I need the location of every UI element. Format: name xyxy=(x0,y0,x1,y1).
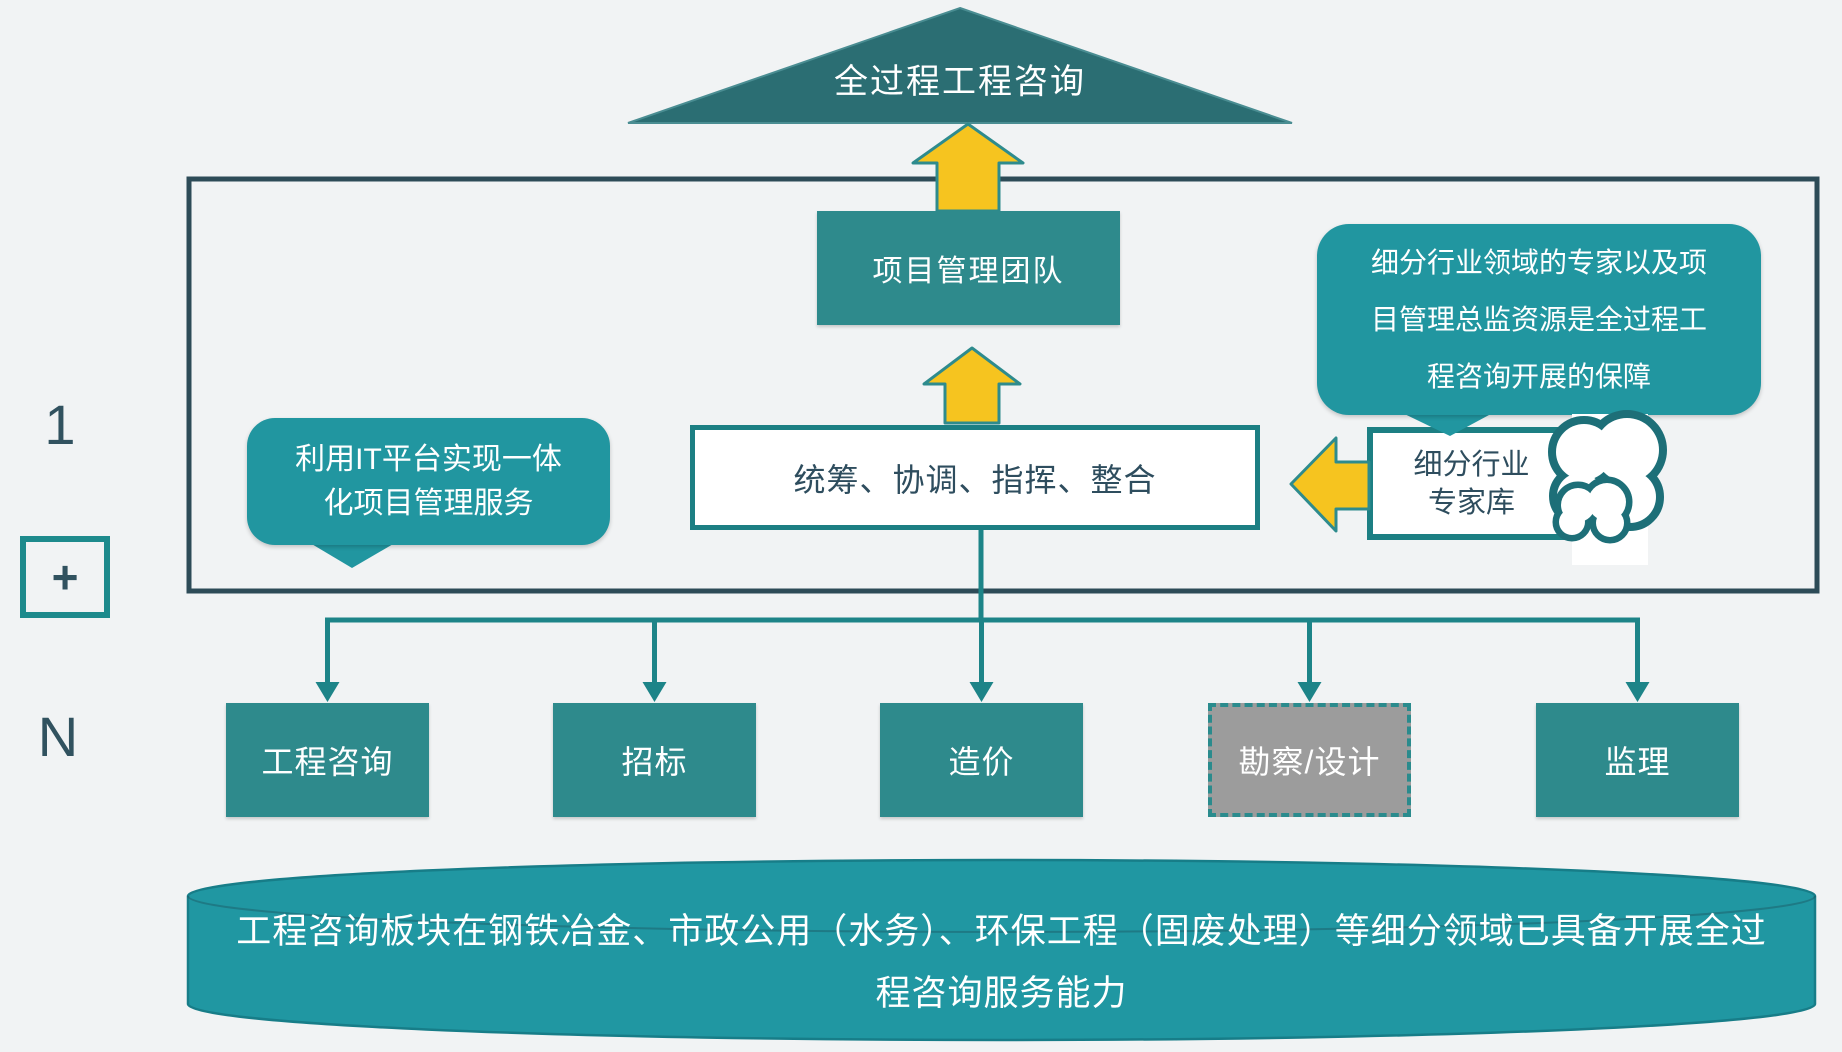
plus-icon: + xyxy=(51,551,79,603)
coordination-box: 统筹、协调、指挥、整合 xyxy=(690,425,1260,530)
right-callout-bubble: 细分行业领域的专家以及项 目管理总监资源是全过程工 程咨询开展的保障 xyxy=(1317,224,1761,415)
connector-arrowhead xyxy=(1297,682,1322,702)
left-arrow-icon xyxy=(1289,436,1371,533)
service-box-survey-design: 勘察/设计 xyxy=(1208,703,1411,817)
bottom-banner-line1: 工程咨询板块在钢铁冶金、市政公用（水务）、环保工程（固废处理）等细分领域已具备开… xyxy=(236,912,1767,951)
plus-box: + xyxy=(20,536,110,618)
left-bubble-line1: 利用IT平台实现一体 xyxy=(295,442,562,476)
connector-arrowhead xyxy=(315,682,340,702)
connector-arrowhead xyxy=(969,682,994,702)
connector-arrowhead xyxy=(642,682,667,702)
expert-pool-line1: 细分行业 xyxy=(1413,448,1530,481)
up-arrow-icon xyxy=(922,346,1022,425)
cylinder-rim-arc xyxy=(187,895,1816,933)
project-management-team-box: 项目管理团队 xyxy=(817,211,1120,325)
right-bubble-line2: 目管理总监资源是全过程工 xyxy=(1370,304,1707,335)
up-arrow-icon xyxy=(911,122,1025,213)
cardinality-n-label: N xyxy=(37,704,79,768)
connector-drop-lines xyxy=(315,620,1650,702)
bottom-banner-line2: 程咨询服务能力 xyxy=(875,974,1128,1013)
right-bubble-tail xyxy=(1392,408,1502,436)
right-bubble-line1: 细分行业领域的专家以及项 xyxy=(1370,247,1707,278)
right-bubble-line3: 程咨询开展的保障 xyxy=(1426,361,1651,392)
left-callout-bubble: 利用IT平台实现一体 化项目管理服务 xyxy=(247,418,610,545)
service-box-supervision: 监理 xyxy=(1536,703,1739,817)
left-bubble-tail xyxy=(305,540,400,568)
bottom-banner-text: 工程咨询板块在钢铁冶金、市政公用（水务）、环保工程（固废处理）等细分领域已具备开… xyxy=(188,901,1815,1025)
connector-arrowhead xyxy=(1625,682,1650,702)
small-cloud xyxy=(1552,476,1633,544)
cardinality-one-label: 1 xyxy=(44,392,76,456)
expert-pool-line2: 专家库 xyxy=(1427,486,1515,519)
bottom-banner-cylinder xyxy=(186,858,1817,1042)
expert-pool-box: 细分行业 专家库 xyxy=(1370,430,1573,537)
service-box-engineering-consulting: 工程咨询 xyxy=(226,703,429,817)
left-bubble-line2: 化项目管理服务 xyxy=(323,486,534,520)
management-container-outline xyxy=(186,176,1820,594)
goal-triangle-label: 全过程工程咨询 xyxy=(834,62,1086,101)
service-box-bidding: 招标 xyxy=(553,703,756,817)
service-box-cost: 造价 xyxy=(880,703,1083,817)
connector-feeder-line xyxy=(978,528,984,622)
goal-triangle xyxy=(627,6,1293,124)
cloud-icon xyxy=(1548,410,1667,544)
